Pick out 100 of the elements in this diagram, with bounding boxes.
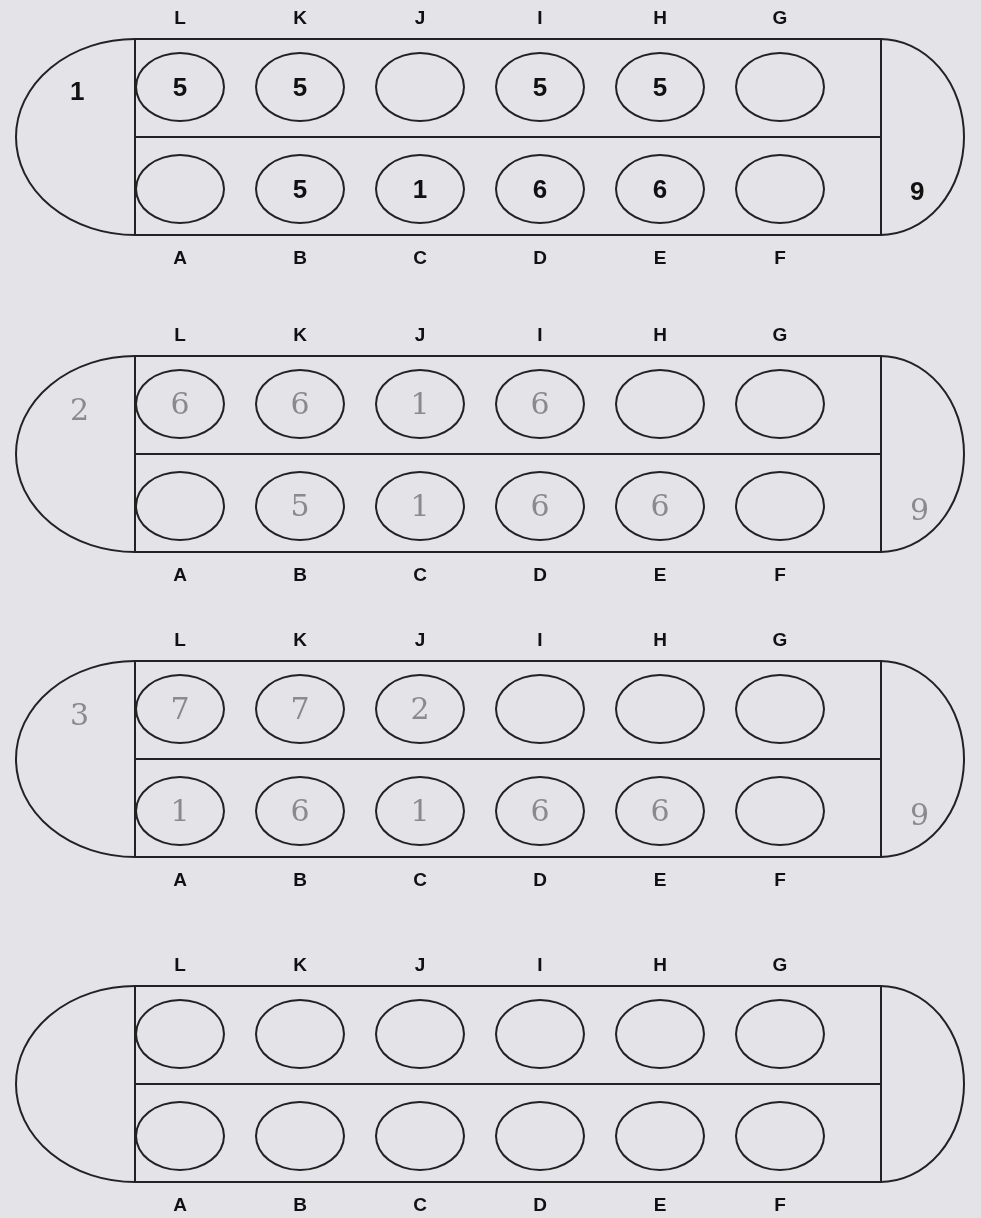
pit	[135, 154, 225, 224]
pit-letter: L	[173, 955, 187, 974]
pit-letter: L	[173, 325, 187, 344]
pit	[735, 52, 825, 122]
pit-letter: K	[292, 325, 308, 344]
stone-count: 6	[530, 389, 550, 419]
pit-letter: K	[292, 955, 308, 974]
stone-count: 9	[910, 800, 930, 830]
pit	[495, 1101, 585, 1171]
pit-letter: B	[292, 870, 308, 889]
pit	[735, 674, 825, 744]
pit	[255, 369, 345, 439]
pit-letter: E	[652, 870, 668, 889]
pit-letter: J	[413, 955, 427, 974]
pit	[735, 999, 825, 1069]
stone-count: 6	[650, 491, 670, 521]
pit	[375, 471, 465, 541]
pit	[255, 52, 345, 122]
stone-count: 1	[70, 78, 85, 104]
pit-letter: F	[773, 1195, 787, 1214]
stone-count: 2	[70, 395, 90, 425]
pit-letter: G	[771, 955, 789, 974]
pit	[255, 674, 345, 744]
stone-count: 9	[910, 495, 930, 525]
pit	[135, 999, 225, 1069]
pit	[735, 776, 825, 846]
pit	[375, 52, 465, 122]
pit-letter: E	[652, 1195, 668, 1214]
pit-letter: J	[413, 630, 427, 649]
pit	[255, 776, 345, 846]
pit	[735, 1101, 825, 1171]
pit-letter: C	[412, 248, 428, 267]
pit	[615, 471, 705, 541]
pit	[615, 999, 705, 1069]
pit-letter: H	[652, 8, 668, 27]
pit-letter: D	[532, 248, 548, 267]
stone-count: 9	[910, 178, 925, 204]
pit-letter: H	[652, 325, 668, 344]
stone-count: 6	[290, 796, 310, 826]
pit-letter: I	[536, 955, 544, 974]
stone-count: 7	[290, 694, 310, 724]
stone-count: 6	[650, 796, 670, 826]
stone-count: 6	[532, 176, 548, 202]
pit-letter: A	[172, 1195, 188, 1214]
pit	[495, 776, 585, 846]
pit-letter: J	[413, 8, 427, 27]
stone-count: 5	[172, 74, 188, 100]
pit-letter: G	[771, 630, 789, 649]
pit-letter: L	[173, 8, 187, 27]
pit	[375, 1101, 465, 1171]
pit-letter: C	[412, 1195, 428, 1214]
pit	[495, 369, 585, 439]
pit	[495, 999, 585, 1069]
stone-count: 1	[410, 796, 430, 826]
stone-count: 6	[290, 389, 310, 419]
pit-letter: D	[532, 565, 548, 584]
stone-count: 6	[170, 389, 190, 419]
pit	[615, 674, 705, 744]
pit	[135, 369, 225, 439]
pit	[615, 369, 705, 439]
stone-count: 5	[292, 176, 308, 202]
pit	[615, 52, 705, 122]
pit-letter: B	[292, 565, 308, 584]
stone-count: 7	[170, 694, 190, 724]
stone-count: 1	[410, 491, 430, 521]
pit-letter: J	[413, 325, 427, 344]
pit-letter: F	[773, 248, 787, 267]
pit-letter: A	[172, 248, 188, 267]
pit	[135, 776, 225, 846]
pit-letter: B	[292, 1195, 308, 1214]
pit	[375, 369, 465, 439]
pit	[495, 674, 585, 744]
pit	[135, 1101, 225, 1171]
pit	[735, 471, 825, 541]
pit-letter: I	[536, 630, 544, 649]
pit	[735, 369, 825, 439]
stone-count: 3	[70, 700, 90, 730]
pit	[375, 999, 465, 1069]
pit-letter: L	[173, 630, 187, 649]
stone-count: 5	[652, 74, 668, 100]
pit-letter: C	[412, 565, 428, 584]
pit-letter: D	[532, 870, 548, 889]
stone-count: 1	[410, 389, 430, 419]
pit-letter: F	[773, 565, 787, 584]
pit-letter: H	[652, 955, 668, 974]
pit-letter: H	[652, 630, 668, 649]
pit	[495, 52, 585, 122]
pit-letter: K	[292, 630, 308, 649]
pit	[255, 154, 345, 224]
pit-letter: E	[652, 248, 668, 267]
pit	[615, 154, 705, 224]
stone-count: 6	[530, 796, 550, 826]
pit-letter: G	[771, 325, 789, 344]
pit-letter: K	[292, 8, 308, 27]
stone-count: 1	[170, 796, 190, 826]
pit	[135, 674, 225, 744]
pit	[135, 52, 225, 122]
pit	[495, 154, 585, 224]
pit	[375, 776, 465, 846]
pit-letter: F	[773, 870, 787, 889]
